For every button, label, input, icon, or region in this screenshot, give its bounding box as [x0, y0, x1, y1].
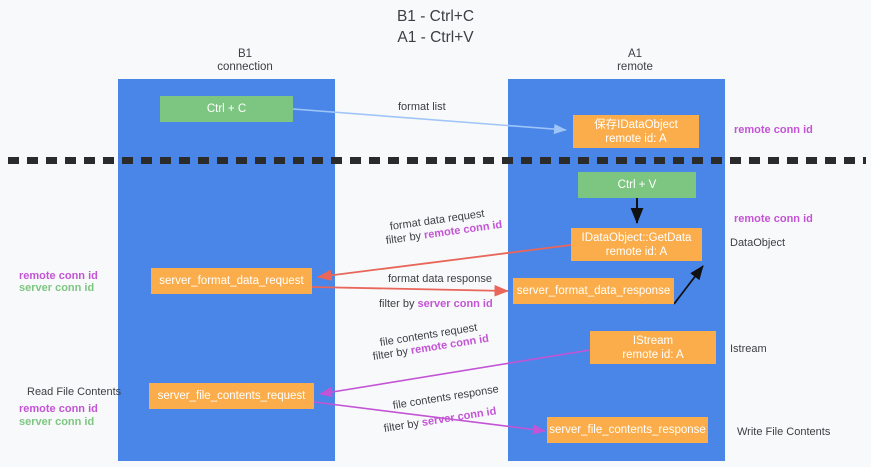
note-right-remote-conn-id-top: remote conn id: [734, 124, 813, 136]
note-left-remote-conn-id-bottom: remote conn id: [19, 403, 98, 415]
filter-prefix: filter by: [382, 417, 423, 435]
filter-prefix: filter by: [385, 229, 425, 247]
column-header-a1: A1 remote: [617, 48, 653, 73]
node-server-file-contents-request[interactable]: server_file_contents_request: [149, 383, 314, 409]
edge-label-format-data-response-filter: filter by server conn id: [379, 297, 493, 312]
note-left-read-file-contents: Read File Contents: [27, 386, 122, 398]
node-idataobject[interactable]: 保存IDataObject remote id: A: [573, 115, 699, 148]
filter-prefix: filter by: [379, 298, 418, 310]
note-left-server-conn-id-bottom: server conn id: [19, 416, 95, 428]
note-left-server-conn-id-top: server conn id: [19, 282, 95, 294]
filter-key-server-conn-id: server conn id: [417, 298, 493, 310]
note-right-remote-conn-id-mid: remote conn id: [734, 213, 813, 225]
node-istream[interactable]: IStream remote id: A: [590, 331, 716, 364]
note-right-write-file-contents: Write File Contents: [737, 426, 831, 438]
edge-label-format-data-response: format data response: [388, 273, 492, 285]
node-server-format-data-request[interactable]: server_format_data_request: [151, 268, 312, 294]
page-title: B1 - Ctrl+C A1 - Ctrl+V: [396, 8, 475, 46]
note-right-istream: Istream: [730, 343, 767, 355]
node-ctrl-v[interactable]: Ctrl + V: [578, 172, 696, 198]
node-server-format-data-response[interactable]: server_format_data_response: [513, 278, 674, 304]
note-left-remote-conn-id-top: remote conn id: [19, 270, 98, 282]
node-server-file-contents-response[interactable]: server_file_contents_response: [547, 417, 708, 443]
node-idataobject-getdata[interactable]: IDataObject::GetData remote id: A: [571, 228, 702, 261]
column-header-b1: B1 connection: [217, 48, 273, 73]
edge-label-format-list: format list: [398, 101, 446, 113]
phase-divider: [8, 157, 866, 164]
note-right-dataobject: DataObject: [730, 237, 786, 249]
filter-prefix: filter by: [371, 345, 412, 363]
node-ctrl-c[interactable]: Ctrl + C: [160, 96, 293, 122]
filter-key-server-conn-id: server conn id: [421, 405, 498, 429]
arrow-format-data-response: [311, 284, 509, 297]
